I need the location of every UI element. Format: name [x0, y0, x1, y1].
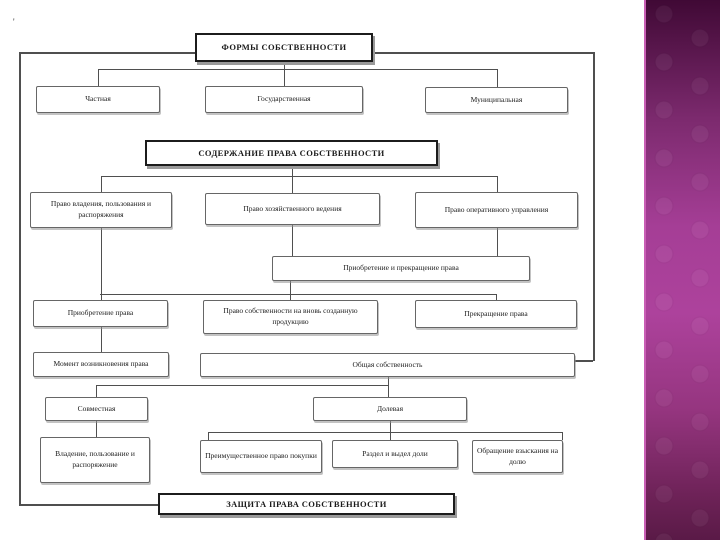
node-foreclosure-on-share: Обращение взыскания на долю [472, 440, 563, 473]
connector-line [208, 432, 209, 440]
node-municipal: Муниципальная [425, 87, 568, 113]
connector-line [284, 69, 285, 86]
slide-side-decoration [644, 0, 720, 540]
connector-line [19, 52, 21, 506]
connector-line [96, 421, 97, 437]
node-forms-of-ownership: ФОРМЫ СОБСТВЕННОСТИ [195, 33, 373, 62]
connector-line [497, 176, 498, 192]
connector-line [101, 327, 102, 352]
node-ownership-of-new-products: Право собственности на вновь созданную п… [203, 300, 378, 334]
connector-line [562, 432, 563, 440]
node-content-of-ownership-right: СОДЕРЖАНИЕ ПРАВА СОБСТВЕННОСТИ [145, 140, 438, 166]
connector-line [101, 228, 102, 300]
node-shared: Долевая [313, 397, 467, 421]
connector-line [19, 504, 158, 506]
node-right-of-possession-use-disposal: Право владения, пользования и распоряжен… [30, 192, 172, 228]
node-right-of-operational-management: Право оперативного управления [415, 192, 578, 228]
node-division-and-allocation: Раздел и выдел доли [332, 440, 458, 468]
node-right-of-economic-management: Право хозяйственного ведения [205, 193, 380, 225]
node-possession-use-disposal: Владение, пользование и распоряжение [40, 437, 150, 483]
connector-line [290, 281, 291, 300]
connector-line [292, 176, 293, 193]
node-protection-of-ownership-right: ЗАЩИТА ПРАВА СОБСТВЕННОСТИ [158, 493, 455, 515]
connector-line [96, 385, 388, 386]
connector-line [100, 294, 496, 295]
node-joint: Совместная [45, 397, 148, 421]
stray-mark: ' [13, 17, 15, 27]
connector-line [575, 360, 593, 362]
connector-line [208, 432, 562, 433]
connector-line [496, 294, 497, 300]
connector-line [101, 176, 497, 177]
connector-line [292, 166, 293, 176]
node-moment-of-emergence: Момент возникновения права [33, 352, 169, 377]
node-state: Государственная [205, 86, 363, 113]
connector-line [497, 69, 498, 88]
connector-line [101, 176, 102, 192]
connector-line [388, 377, 389, 397]
connector-line [390, 421, 391, 440]
connector-line [497, 228, 498, 256]
connector-line [284, 62, 285, 70]
node-termination-of-right: Прекращение права [415, 300, 577, 328]
node-private: Частная [36, 86, 160, 113]
connector-line [292, 225, 293, 256]
connector-line [96, 385, 97, 397]
connector-line [98, 69, 497, 70]
node-acquisition-of-right: Приобретение права [33, 300, 168, 327]
node-acquisition-and-termination: Приобретение и прекращение права [272, 256, 530, 281]
connector-line [98, 69, 99, 86]
node-common-property: Общая собственность [200, 353, 575, 377]
node-preemptive-purchase-right: Преимущественное право покупки [200, 440, 322, 473]
connector-line [593, 52, 595, 361]
